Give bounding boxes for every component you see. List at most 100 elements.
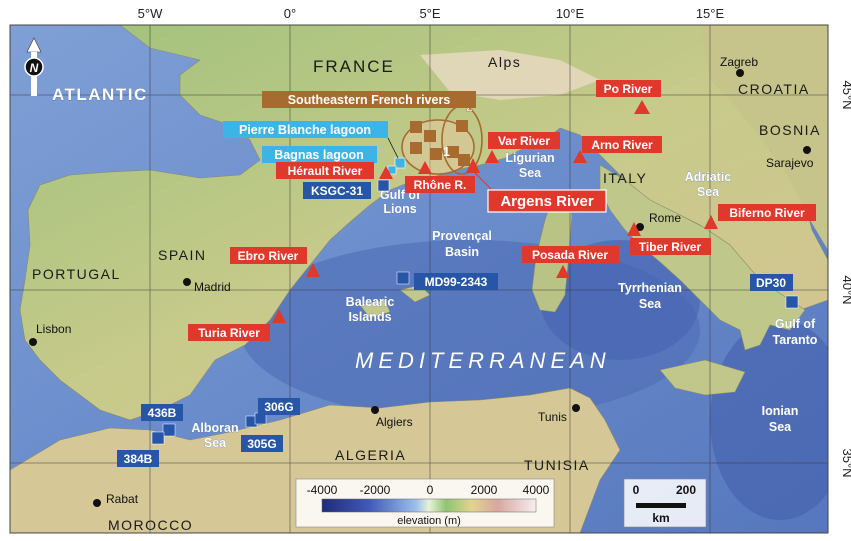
lon-label: 5°E: [419, 6, 440, 21]
pierre-blanche-label: Pierre Blanche lagoon: [239, 123, 371, 137]
river-marker: [485, 150, 499, 163]
alps-label: Alps: [488, 54, 521, 70]
legend-title: elevation (m): [397, 515, 461, 527]
lat-label: 35°N: [840, 448, 851, 477]
legend-tick: 0: [427, 483, 434, 497]
adriatic-label: Sea: [697, 185, 720, 199]
graticule-labels: 5°W 0° 5°E 10°E 15°E 45°N 40°N 35°N: [138, 6, 851, 478]
argens-marker: [466, 158, 480, 173]
tiber-river-label: Tiber River: [639, 240, 702, 254]
md99-2343-label: MD99-2343: [425, 275, 488, 289]
mediterranean-label: MEDITERRANEAN: [355, 348, 611, 373]
north-arrow-letter: N: [30, 61, 39, 75]
biferno-river-label: Biferno River: [729, 206, 805, 220]
ligurian-label: Sea: [519, 166, 542, 180]
provencal-label: Basin: [445, 245, 479, 259]
tyrrhenian-label: Tyrrhenian: [618, 281, 682, 295]
tunisia-label: TUNISIA: [524, 457, 590, 473]
morocco-label: MOROCCO: [108, 517, 193, 533]
rhone-river-label: Rhône R.: [414, 178, 467, 192]
lon-label: 10°E: [556, 6, 585, 21]
river-marker: [556, 265, 570, 278]
elevation-colorbar: [321, 498, 537, 513]
rivers: Po River Var River Arno River Hérault Ri…: [188, 80, 816, 341]
core-305g-label: 305G: [247, 437, 276, 451]
alboran-label: Alboran: [191, 421, 238, 435]
tyrrhenian-label: Sea: [639, 297, 662, 311]
ligurian-label: Ligurian: [505, 151, 554, 165]
gulf-taranto-label: Taranto: [773, 333, 818, 347]
ionian-label: Ionian: [762, 404, 799, 418]
graticule-lines: [10, 25, 828, 533]
city-label: Rabat: [106, 492, 139, 506]
lon-label: 0°: [284, 6, 296, 21]
balearic-label: Balearic: [346, 295, 395, 309]
scale-tick: 200: [676, 483, 696, 497]
core-306g-label: 306G: [264, 400, 293, 414]
italy-label: ITALY: [603, 170, 647, 186]
city-label: Zagreb: [720, 55, 758, 69]
city-label: Rome: [649, 211, 681, 225]
atlantic-label: ATLANTIC: [52, 85, 148, 104]
french-group-1: 1: [443, 145, 450, 159]
core-384b-label: 384B: [124, 452, 153, 466]
river-marker: [418, 161, 432, 174]
herault-river-label: Hérault River: [288, 164, 363, 178]
po-river-label: Po River: [604, 82, 653, 96]
ksgc31-label: KSGC-31: [311, 184, 363, 198]
lat-label: 45°N: [840, 80, 851, 109]
lat-label: 40°N: [840, 275, 851, 304]
france-label: FRANCE: [313, 57, 395, 76]
lon-label: 5°W: [138, 6, 163, 21]
city-label: Algiers: [376, 415, 413, 429]
elevation-legend: -4000 -2000 0 2000 4000 elevation (m): [295, 478, 555, 528]
basemap: [10, 25, 828, 533]
city-label: Tunis: [538, 410, 567, 424]
algeria-label: ALGERIA: [335, 447, 406, 463]
river-marker: [627, 222, 641, 236]
river-marker: [704, 215, 718, 229]
city-label: Madrid: [194, 280, 231, 294]
ionian-label: Sea: [769, 420, 792, 434]
core-436b-label: 436B: [148, 406, 177, 420]
north-arrow-icon: N: [24, 37, 44, 96]
marine-cores: KSGC-31 MD99-2343 DP30 436B 384B 306G 30…: [117, 179, 799, 467]
spain-label: SPAIN: [158, 247, 206, 263]
sicily-land: [659, 359, 746, 396]
ebro-river-label: Ebro River: [238, 249, 299, 263]
scale-bar: 0 200 km: [623, 478, 707, 528]
gulf-lions-label: Lions: [383, 202, 416, 216]
lon-label: 15°E: [696, 6, 725, 21]
river-marker: [379, 166, 393, 179]
turia-river-label: Turia River: [198, 326, 260, 340]
city-label: Sarajevo: [766, 156, 814, 170]
arno-river-label: Arno River: [591, 138, 653, 152]
croatia-label: CROATIA: [738, 81, 810, 97]
french-rivers-label: Southeastern French rivers: [288, 93, 451, 107]
dp30-label: DP30: [756, 276, 786, 290]
scale-unit: km: [652, 511, 669, 525]
provencal-label: Provençal: [432, 229, 492, 243]
lagoons: Pierre Blanche lagoon Bagnas lagoon: [223, 121, 406, 175]
legend-tick: -4000: [307, 483, 338, 497]
gulf-taranto-label: Gulf of: [775, 317, 816, 331]
adriatic-label: Adriatic: [685, 170, 732, 184]
bosnia-label: BOSNIA: [759, 122, 821, 138]
bagnas-label: Bagnas lagoon: [274, 148, 364, 162]
legend-tick: -2000: [360, 483, 391, 497]
var-river-label: Var River: [498, 134, 550, 148]
legend-tick: 2000: [471, 483, 498, 497]
city-label: Lisbon: [36, 322, 71, 336]
river-marker: [573, 150, 587, 163]
river-marker: [306, 263, 320, 277]
french-rivers-group: 1 2 Southeastern French rivers: [262, 91, 483, 175]
river-marker: [272, 309, 286, 323]
alboran-label: Sea: [204, 436, 227, 450]
scale-tick: 0: [633, 483, 640, 497]
cities: Zagreb Sarajevo Rome Madrid Lisbon Algie…: [29, 55, 814, 507]
posada-river-label: Posada River: [532, 248, 608, 262]
argens-river-label: Argens River: [500, 193, 594, 210]
legend-tick: 4000: [523, 483, 550, 497]
portugal-label: PORTUGAL: [32, 266, 121, 282]
